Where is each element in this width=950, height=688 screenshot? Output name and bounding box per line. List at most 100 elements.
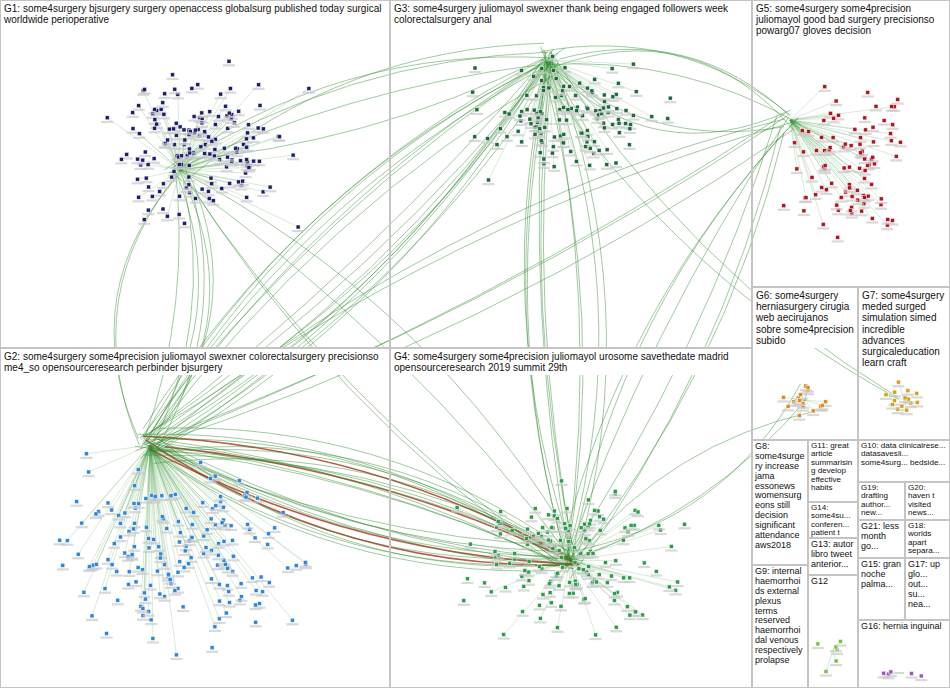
vertex-tag — [196, 126, 208, 128]
vertex-tag — [521, 547, 533, 549]
intra-edge — [570, 560, 630, 615]
vertex-tag — [839, 147, 851, 149]
vertex — [800, 129, 804, 133]
vertex-tag — [202, 194, 214, 196]
vertex — [219, 495, 223, 499]
vertex — [254, 603, 258, 607]
vertex — [210, 139, 214, 143]
vertex-tag — [902, 394, 914, 396]
vertex — [132, 545, 136, 549]
vertex — [567, 591, 571, 595]
vertex-tag — [244, 532, 256, 534]
vertex-tag — [164, 583, 176, 585]
vertex-tag — [99, 592, 111, 594]
vertex — [119, 535, 123, 539]
vertex — [583, 522, 587, 526]
vertex — [257, 602, 261, 606]
vertex — [133, 521, 137, 525]
vertex-tag — [878, 124, 890, 126]
vertex — [158, 556, 162, 560]
vertex-tag — [852, 203, 864, 205]
vertex — [495, 143, 499, 147]
vertex-tag — [827, 141, 839, 143]
vertex — [848, 186, 852, 190]
vertex-tag — [154, 597, 166, 599]
vertex — [588, 163, 592, 167]
vertex — [571, 591, 575, 595]
vertex-tag — [606, 579, 618, 581]
vertex-tag — [137, 611, 149, 613]
intra-edge — [150, 445, 241, 597]
vertex — [192, 510, 196, 514]
vertex-tag — [213, 547, 225, 549]
vertex-tag — [501, 140, 513, 142]
vertex — [538, 127, 542, 131]
vertex-tag — [226, 164, 238, 166]
vertex-tag — [892, 103, 904, 105]
vertex — [214, 504, 218, 508]
vertex — [602, 126, 606, 130]
vertex-tag — [218, 563, 230, 565]
vertex — [257, 83, 261, 87]
vertex — [182, 128, 186, 132]
vertex — [118, 521, 122, 525]
vertex — [161, 101, 165, 105]
vertex-tag — [190, 202, 202, 204]
vertex — [180, 154, 184, 158]
vertex-tag — [234, 603, 246, 605]
vertex-tag — [242, 527, 254, 529]
vertex — [557, 584, 561, 588]
vertex-tag — [209, 630, 221, 632]
vertex — [538, 110, 542, 114]
vertex-tag — [159, 600, 171, 602]
vertex-tag — [546, 531, 558, 533]
vertex — [860, 209, 864, 213]
vertex — [237, 180, 241, 184]
intra-edge — [180, 170, 298, 227]
vertex — [221, 505, 225, 509]
vertex — [793, 141, 797, 145]
vertex-tag — [892, 385, 904, 387]
vertex-tag — [250, 625, 262, 627]
vertex — [239, 159, 243, 163]
vertex — [137, 104, 141, 108]
vertex-tag — [159, 97, 171, 99]
inter-edge — [550, 51, 898, 397]
intra-edge — [150, 445, 170, 580]
vertex-tag — [216, 192, 228, 194]
vertex-tag — [598, 522, 610, 524]
vertex-tag — [133, 137, 145, 139]
vertex — [590, 89, 594, 93]
vertex — [261, 127, 265, 131]
vertex — [162, 112, 166, 116]
vertex-tag — [547, 59, 559, 61]
vertex — [228, 87, 232, 91]
vertex-tag — [250, 594, 262, 596]
vertex — [247, 123, 251, 127]
vertex-tag — [589, 82, 601, 84]
vertex — [245, 145, 249, 149]
vertex-tag — [167, 78, 179, 80]
vertex-tag — [179, 143, 191, 145]
vertex-tag — [849, 132, 861, 134]
vertex — [586, 552, 590, 556]
vertex — [213, 474, 217, 478]
vertex — [586, 107, 590, 111]
vertex — [245, 158, 249, 162]
vertex — [294, 564, 298, 568]
vertex — [150, 194, 154, 198]
intra-edge — [82, 445, 150, 523]
vertex-tag — [180, 511, 192, 513]
vertex-tag — [517, 615, 529, 617]
vertex-tag — [672, 585, 684, 587]
vertex-tag — [195, 465, 207, 467]
vertex — [207, 135, 211, 139]
vertex-tag — [559, 71, 571, 73]
vertex — [842, 166, 846, 170]
vertex-tag — [170, 658, 182, 660]
vertex-tag — [536, 72, 548, 74]
vertex — [84, 452, 88, 456]
vertex — [187, 183, 191, 187]
vertex — [598, 528, 602, 532]
vertex — [551, 68, 555, 72]
